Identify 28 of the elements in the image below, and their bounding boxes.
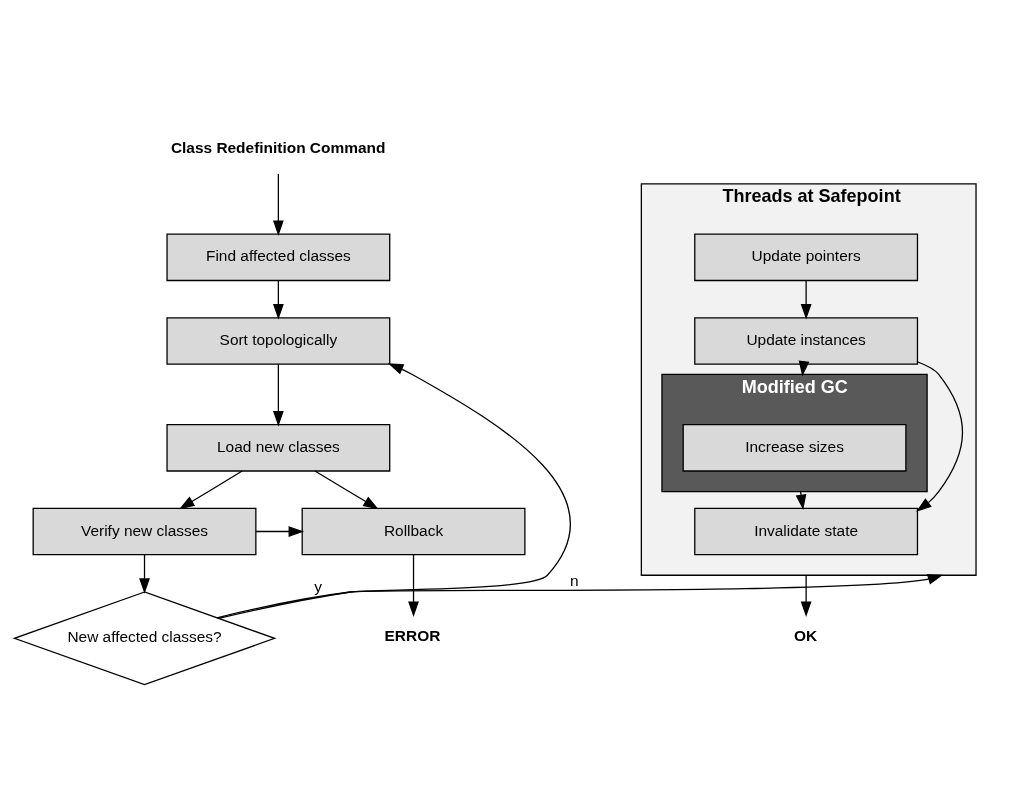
node-text: ERROR [384, 627, 440, 645]
node-box: Increase sizes [682, 424, 907, 472]
node-box: Update pointers [693, 233, 918, 282]
arrow [795, 490, 806, 511]
arrow [272, 363, 284, 427]
node-box: Rollback [301, 507, 526, 556]
node-box: Load new classes [165, 424, 390, 472]
arrow [138, 554, 150, 594]
arrow [217, 363, 571, 619]
arrow [272, 280, 284, 320]
node-text: OK [793, 627, 817, 645]
edge-label: n [569, 571, 579, 589]
node-box: Sort topologically [165, 317, 390, 365]
arrow [800, 574, 812, 617]
arrow [272, 173, 284, 236]
arrow [800, 280, 812, 320]
node-box: Find affected classes [165, 233, 390, 282]
node-box: Invalidate state [693, 507, 918, 556]
node-box: Verify new classes [32, 507, 256, 556]
node-diamond: New affected classes? [12, 591, 276, 686]
node-text: Class Redefinition Command [170, 139, 385, 157]
edge-label: y [313, 578, 322, 596]
arrow [915, 361, 963, 512]
arrow [215, 574, 943, 619]
arrow [254, 526, 304, 537]
arrow [313, 470, 379, 510]
arrow [178, 470, 243, 510]
arrow [407, 554, 419, 617]
